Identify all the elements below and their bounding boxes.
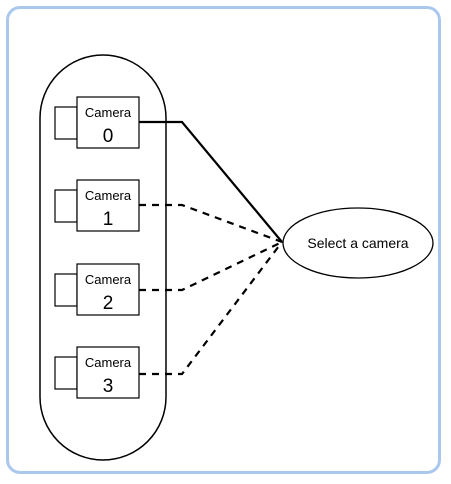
camera-selector: Select a camera bbox=[282, 207, 434, 279]
camera-3-back bbox=[54, 356, 78, 390]
camera-selector-label: Select a camera bbox=[307, 235, 408, 251]
camera-3: Camera 3 bbox=[54, 346, 140, 399]
connector-camera-3 bbox=[139, 241, 283, 376]
camera-0-label: Camera bbox=[85, 105, 132, 120]
camera-3-number: 3 bbox=[103, 376, 114, 397]
camera-2-label: Camera bbox=[85, 272, 132, 287]
camera-0-number: 0 bbox=[103, 126, 114, 147]
camera-2-back bbox=[54, 273, 78, 307]
camera-1-number: 1 bbox=[103, 209, 114, 230]
connector-camera-0 bbox=[139, 120, 283, 243]
camera-selector-ellipse bbox=[282, 207, 434, 279]
camera-3-body bbox=[76, 346, 140, 399]
camera-1-back bbox=[54, 189, 78, 223]
camera-2-number: 2 bbox=[103, 293, 114, 314]
camera-3-label: Camera bbox=[85, 355, 132, 370]
camera-1-label: Camera bbox=[85, 188, 132, 203]
connector-camera-1 bbox=[139, 203, 283, 244]
camera-0-back bbox=[54, 106, 78, 140]
camera-1: Camera 1 bbox=[54, 179, 140, 232]
camera-2: Camera 2 bbox=[54, 263, 140, 316]
connector-camera-2 bbox=[139, 241, 283, 292]
